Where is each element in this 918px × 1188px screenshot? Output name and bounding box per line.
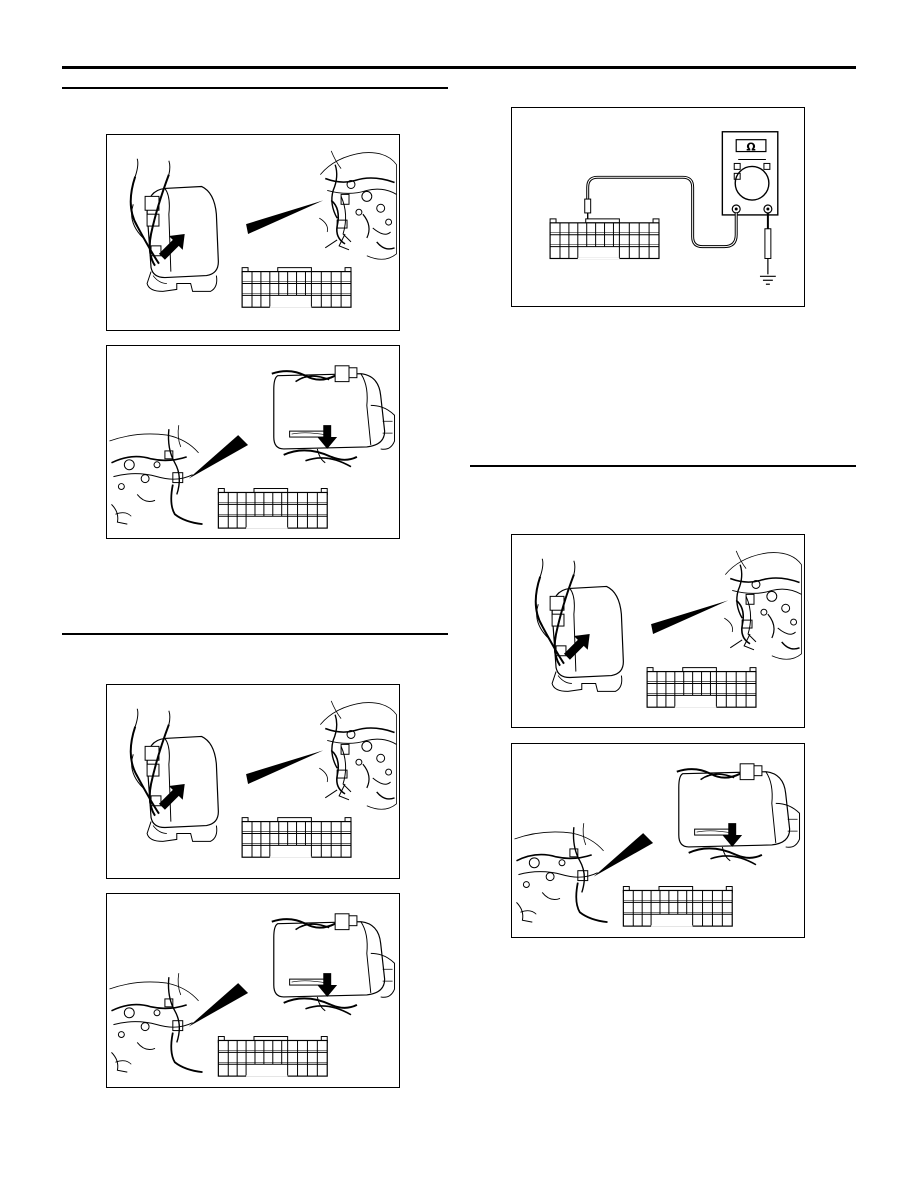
section-rule-3 bbox=[470, 465, 856, 467]
figure-connector-location-2a bbox=[106, 684, 400, 879]
figure-connector-location-1b bbox=[106, 345, 400, 539]
ohm-symbol: Ω bbox=[746, 141, 755, 154]
figure-connector-location-3a bbox=[511, 534, 805, 728]
figure-resistance-check: Ω bbox=[511, 107, 805, 307]
figure-connector-location-1a bbox=[106, 134, 400, 331]
figure-connector-location-3b bbox=[511, 743, 805, 938]
section-rule-1 bbox=[62, 87, 448, 89]
page-header-rule bbox=[62, 66, 856, 69]
section-rule-2 bbox=[62, 633, 448, 635]
figure-connector-location-2b bbox=[106, 893, 400, 1088]
